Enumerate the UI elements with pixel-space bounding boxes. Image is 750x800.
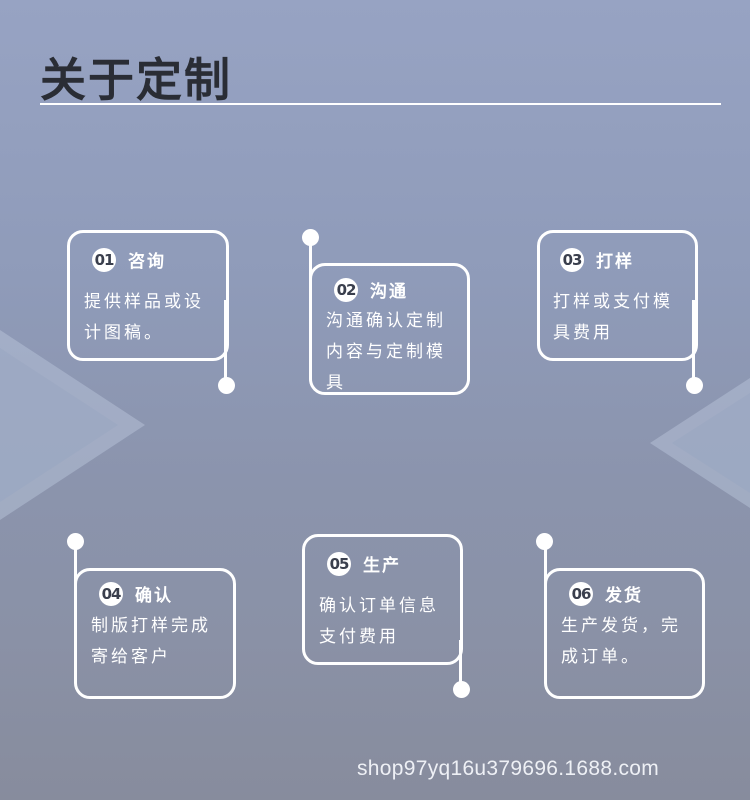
left-chevron-decoration — [0, 330, 145, 520]
step-02-dot — [302, 229, 319, 246]
step-06-number-badge: 06 — [569, 581, 593, 606]
step-02-card: 02 沟通 沟通确认定制 内容与定制模 具 — [309, 263, 470, 395]
step-01-number-badge: 01 — [92, 247, 116, 272]
step-06-connector — [544, 549, 547, 599]
step-05-description: 确认订单信息 支付费用 — [319, 596, 439, 647]
step-01-heading: 咨询 — [128, 252, 166, 272]
step-04-description: 制版打样完成 寄给客户 — [91, 616, 211, 667]
shop-url-watermark: shop97yq16u379696.1688.com — [357, 757, 660, 780]
step-05-number-badge: 05 — [327, 551, 351, 576]
title-divider — [40, 103, 721, 105]
step-05-connector — [459, 640, 462, 688]
step-05-card: 05 生产 确认订单信息 支付费用 — [302, 534, 463, 665]
page-title: 关于定制 — [40, 53, 232, 107]
step-04-connector — [74, 549, 77, 599]
step-01-card: 01 咨询 提供样品或设 计图稿。 — [67, 230, 229, 361]
step-01-connector — [224, 300, 227, 386]
step-03-heading: 打样 — [596, 252, 634, 272]
step-05-heading: 生产 — [363, 556, 401, 576]
step-02-connector — [309, 237, 312, 287]
step-06-card: 06 发货 生产发货，完 成订单。 — [544, 568, 705, 699]
step-04-card: 04 确认 制版打样完成 寄给客户 — [74, 568, 236, 699]
step-05-dot — [453, 681, 470, 698]
step-04-heading: 确认 — [135, 586, 173, 606]
step-03-number-badge: 03 — [560, 247, 584, 272]
step-03-description: 打样或支付模 具费用 — [553, 292, 673, 343]
step-02-number-badge: 02 — [334, 277, 358, 302]
step-01-dot — [218, 377, 235, 394]
step-01-description: 提供样品或设 计图稿。 — [84, 292, 204, 343]
step-04-number-badge: 04 — [99, 581, 123, 606]
right-chevron-decoration — [650, 378, 750, 508]
step-03-connector — [692, 300, 695, 386]
step-06-dot — [536, 533, 553, 550]
step-02-description: 沟通确认定制 内容与定制模 具 — [326, 311, 446, 393]
step-02-heading: 沟通 — [370, 282, 408, 302]
step-06-heading: 发货 — [605, 586, 643, 606]
step-03-dot — [686, 377, 703, 394]
step-04-dot — [67, 533, 84, 550]
step-06-description: 生产发货，完 成订单。 — [561, 616, 681, 667]
step-03-card: 03 打样 打样或支付模 具费用 — [537, 230, 698, 361]
